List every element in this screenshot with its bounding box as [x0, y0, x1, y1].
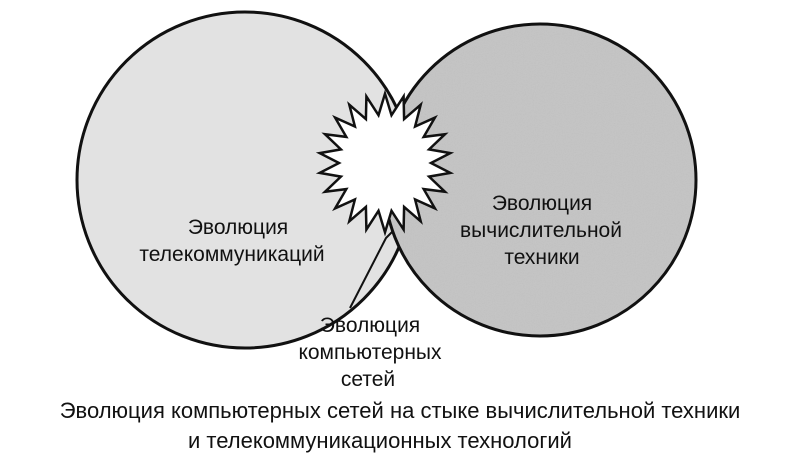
networks-starburst	[315, 89, 455, 237]
figure-caption-line2: и телекоммуникационных технологий	[188, 428, 572, 453]
computing-label-line1: Эволюция	[492, 192, 592, 215]
telecom-label-line1: Эволюция	[188, 216, 288, 239]
telecom-label-line2: телекоммуникаций	[139, 243, 324, 266]
networks-label-line2: компьютерных	[298, 341, 442, 364]
networks-label-line1: Эволюция	[320, 314, 420, 337]
networks-label-line3: сетей	[341, 368, 395, 391]
computing-circle-texture	[386, 26, 694, 334]
pointer-line	[349, 231, 393, 309]
figure-caption-line1: Эволюция компьютерных сетей на стыке выч…	[59, 398, 741, 423]
venn-diagram: Эволюция телекоммуникаций Эволюция вычис…	[75, 10, 698, 391]
computing-label-line3: техники	[504, 246, 579, 269]
computing-label-line2: вычислительной	[460, 219, 622, 242]
